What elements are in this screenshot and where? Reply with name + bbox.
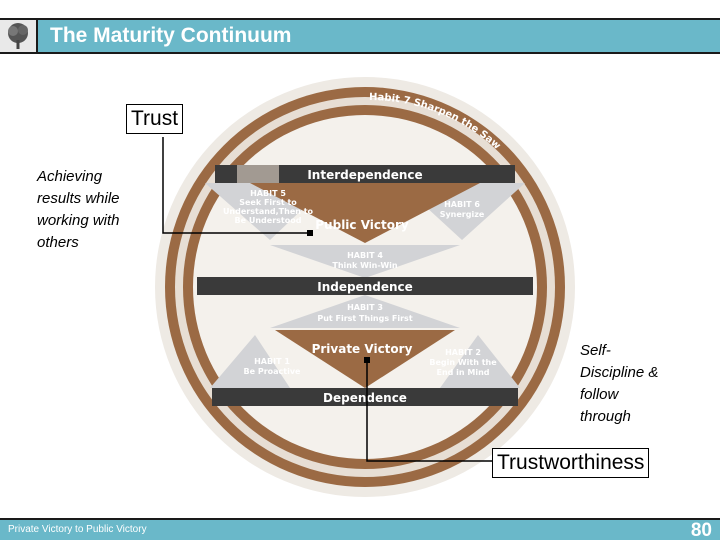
habit1-line1: HABIT 1 — [254, 357, 290, 366]
slide-footer: Private Victory to Public Victory 80 — [0, 518, 720, 541]
trust-connector-line — [162, 137, 310, 234]
achieving-line1: Achieving — [37, 168, 103, 185]
habit2-line1: HABIT 2 — [445, 348, 481, 357]
habit5-line2: Seek First to — [239, 198, 297, 207]
habit5-line4: Be Understood — [235, 216, 302, 225]
habit5-line3: Understand,Then to — [223, 207, 314, 216]
independence-bar — [197, 277, 533, 295]
page-title: The Maturity Continuum — [50, 24, 292, 47]
independence-label: Independence — [317, 280, 413, 294]
habit6-line1: HABIT 6 — [444, 200, 480, 209]
self-discipline-note: Self- Discipline & follow through — [580, 340, 658, 428]
achieving-line4: others — [37, 234, 79, 251]
habit4-line1: HABIT 4 — [347, 251, 383, 260]
self-discipline-line4: through — [580, 408, 631, 425]
dependence-label: Dependence — [323, 391, 407, 405]
trustworthiness-connector-dot — [364, 357, 370, 363]
trustworthiness-callout: Trustworthiness — [492, 448, 650, 478]
achieving-line3: working with — [37, 212, 120, 229]
interdependence-label: Interdependence — [307, 168, 422, 182]
public-victory-triangle — [250, 183, 480, 243]
habit2-line2: Begin With the — [429, 358, 497, 367]
habit3-area — [270, 295, 460, 328]
habit2-area — [440, 335, 520, 388]
self-discipline-line1: Self- — [580, 342, 611, 359]
achieving-results-note: Achieving results while working with oth… — [37, 166, 120, 254]
habit3-line2: Put First Things First — [317, 314, 412, 323]
self-discipline-line2: Discipline & — [580, 364, 659, 381]
trustworthiness-connector-line — [366, 360, 492, 462]
habit6-line2: Synergize — [440, 210, 485, 219]
habit1-line2: Be Proactive — [244, 367, 302, 376]
self-discipline-line3: follow — [580, 386, 619, 403]
slide-header: The Maturity Continuum — [0, 18, 720, 54]
dependence-bar — [212, 388, 518, 406]
habit3-line1: HABIT 3 — [347, 303, 383, 312]
page-number: 80 — [690, 520, 712, 541]
trust-callout: Trust — [126, 104, 184, 134]
tree-logo-icon — [0, 20, 38, 52]
achieving-line2: results while — [37, 190, 120, 207]
habit4-line2: Think Win-Win — [332, 261, 397, 270]
footer-text: Private Victory to Public Victory — [8, 524, 147, 535]
public-victory-label: Public Victory — [315, 218, 409, 232]
trust-connector-dot — [307, 230, 313, 236]
interdependence-bar-accent — [237, 165, 279, 183]
habit5-line1: HABIT 5 — [250, 189, 286, 198]
private-victory-label: Private Victory — [312, 342, 413, 356]
habit4-area — [270, 245, 460, 278]
interdependence-bar — [215, 165, 515, 183]
habit1-area — [210, 335, 290, 388]
habit2-line3: End in Mind — [436, 368, 489, 377]
